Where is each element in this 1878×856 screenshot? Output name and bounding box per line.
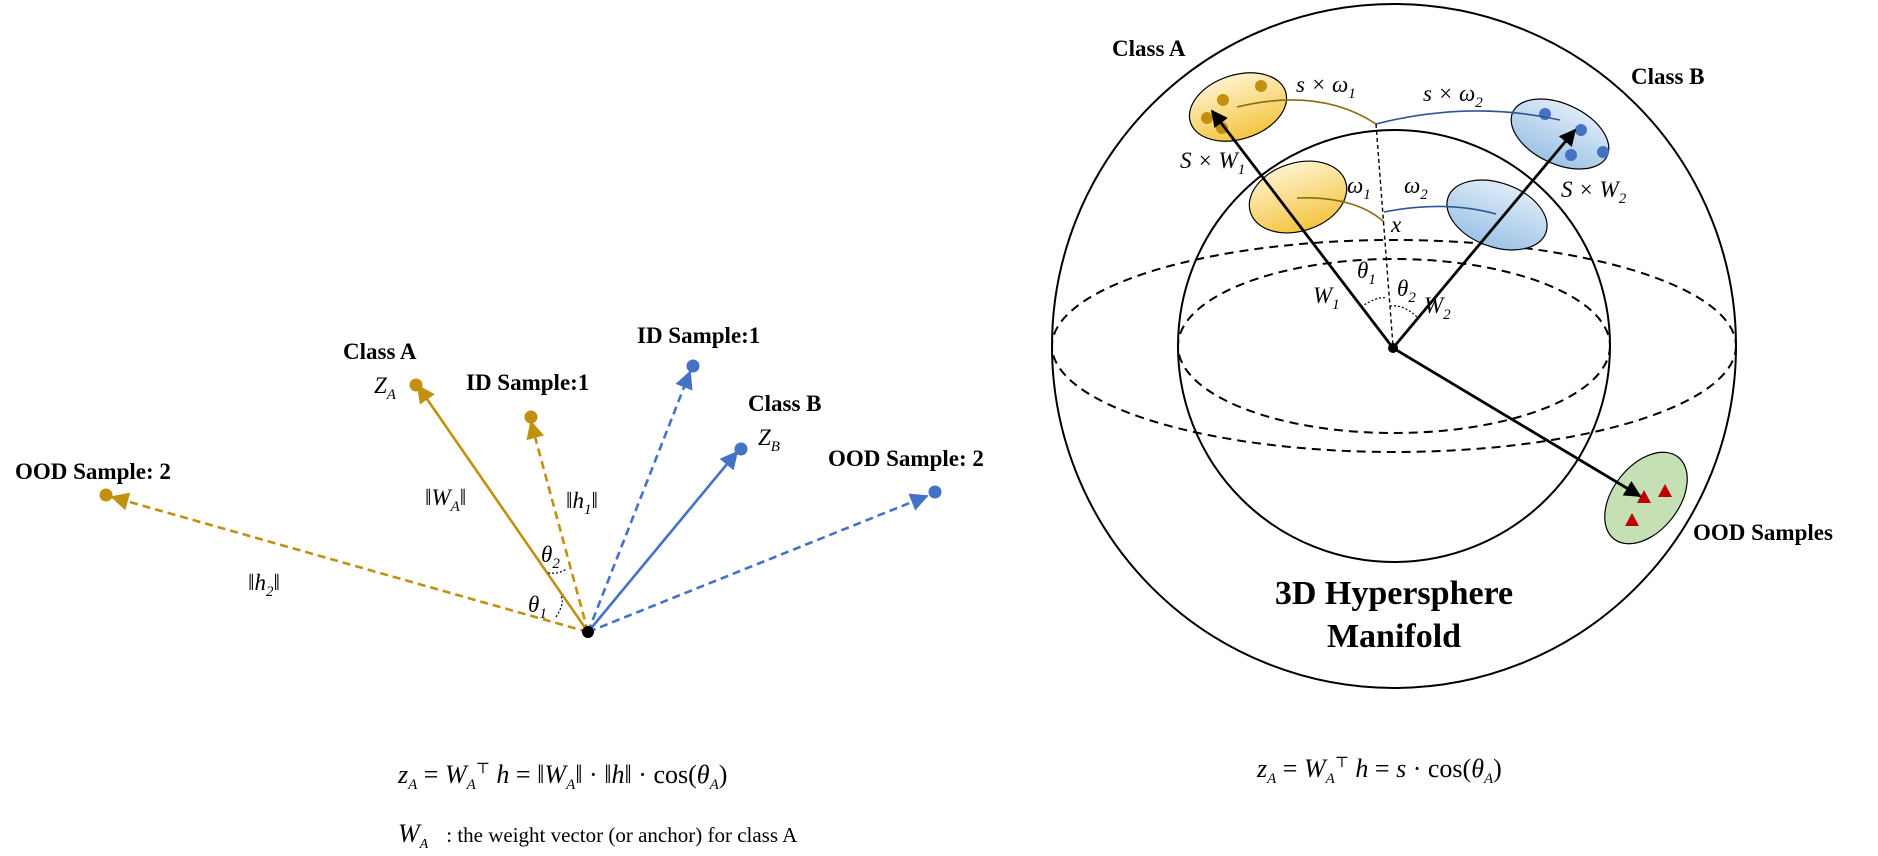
s-w1-label: S × W1	[1180, 148, 1245, 178]
w1-label: W1	[1313, 283, 1340, 313]
vector-ood	[1392, 346, 1642, 498]
z-a-label: ZA	[374, 373, 397, 403]
w2-label: W2	[1424, 293, 1451, 323]
norm-wa-label: ‖WA‖	[425, 485, 466, 515]
class-a-label: Class A	[1112, 36, 1186, 61]
class-a-dot	[1217, 94, 1229, 106]
class-a-dot	[1201, 112, 1213, 124]
ood-right-label: OOD Sample: 2	[828, 446, 984, 471]
omega2-label: ω2	[1404, 173, 1428, 203]
ood-triangle	[1637, 490, 1651, 503]
ood-left-label: OOD Sample: 2	[15, 459, 171, 484]
theta2-label: θ2	[1397, 276, 1416, 306]
class-a-label: Class A	[343, 339, 417, 364]
norm-h1-label: ‖h1‖	[566, 488, 598, 518]
ood-right-vector	[587, 493, 929, 634]
ood-samples-label: OOD Samples	[1693, 520, 1833, 545]
id-sample-b-vector	[586, 370, 693, 633]
ood-left-point	[99, 488, 113, 502]
class-b-point	[734, 442, 748, 456]
class-b-dot	[1565, 149, 1577, 161]
s-w2-label: S × W2	[1561, 177, 1627, 207]
s-omega2-label: s × ω2	[1423, 81, 1483, 111]
id-sample-a-label: ID Sample:1	[466, 370, 589, 395]
sphere-origin	[1388, 343, 1398, 353]
id-sample-b-point	[686, 359, 700, 373]
right-hypersphere-diagram: Class A Class B OOD Samples s × ω1 s × ω…	[1051, 3, 1833, 787]
vector-w1-outer	[1210, 109, 1395, 349]
class-b-vector	[586, 450, 739, 633]
theta2-arc	[1389, 305, 1419, 319]
class-a-dot	[1255, 80, 1267, 92]
inner-equator	[1177, 258, 1611, 434]
s-omega1-label: s × ω1	[1296, 72, 1356, 102]
inner-class-b-cluster	[1446, 179, 1548, 251]
z-b-label: ZB	[758, 425, 780, 455]
id-sample-b-label: ID Sample:1	[637, 323, 760, 348]
ood-right-point	[928, 485, 942, 499]
omega2-arc	[1383, 205, 1497, 215]
id-sample-a-vector	[526, 420, 590, 633]
ood-left-vector	[110, 492, 589, 634]
left-formula: zA = WA⊤ h = ‖WA‖ · ‖h‖ · cos(θA)	[397, 760, 727, 793]
class-a-point	[409, 378, 423, 392]
s-omega1-arc	[1236, 99, 1377, 125]
left-vector-diagram: Class A ZA ID Sample:1 ID Sample:1 Class…	[15, 323, 984, 852]
left-legend: WA: the weight vector (or anchor) for cl…	[398, 819, 798, 852]
omega1-label: ω1	[1347, 173, 1371, 203]
norm-h2-label: ‖h2‖	[248, 570, 280, 600]
omega1-arc	[1296, 197, 1385, 223]
hypersphere-title-line2: Manifold	[1327, 618, 1461, 655]
ood-triangle	[1625, 513, 1639, 526]
theta1-label: θ1	[1357, 258, 1376, 288]
ood-triangle	[1658, 484, 1672, 497]
theta2-arc	[547, 568, 567, 574]
class-a-vector	[416, 384, 590, 633]
outer-equator	[1051, 239, 1737, 453]
origin-point	[582, 626, 594, 638]
id-sample-a-point	[524, 410, 538, 424]
class-b-label: Class B	[748, 391, 822, 416]
theta1-arc	[555, 595, 563, 618]
hypersphere-title-line1: 3D Hypersphere	[1275, 575, 1513, 612]
s-omega2-arc	[1375, 110, 1561, 125]
inner-class-a-cluster	[1248, 160, 1348, 234]
theta1-label: θ1	[528, 592, 547, 622]
center-dashed-line	[1375, 123, 1394, 347]
class-b-dot	[1575, 124, 1587, 136]
x-label: x	[1390, 212, 1402, 237]
vector-w2-outer	[1391, 128, 1577, 349]
theta1-arc	[1360, 297, 1388, 308]
theta2-label: θ2	[541, 542, 560, 572]
class-b-label: Class B	[1631, 64, 1705, 89]
class-b-dot	[1597, 146, 1609, 158]
right-formula: zA = WA⊤ h = s · cos(θA)	[1256, 754, 1502, 787]
